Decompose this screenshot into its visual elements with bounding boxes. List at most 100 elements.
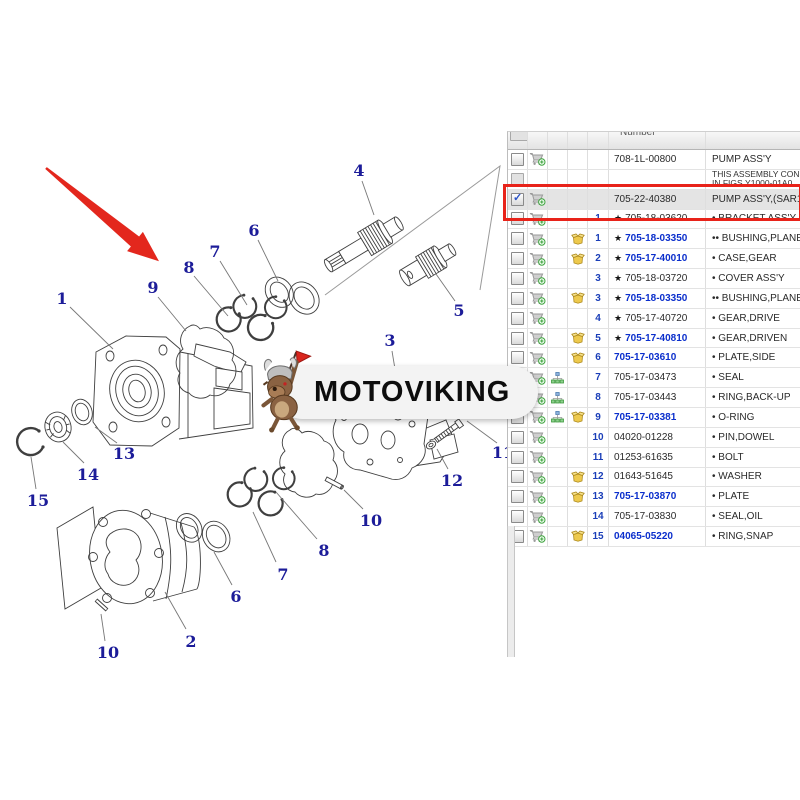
star-icon: ★ — [614, 253, 623, 264]
item-number: 11 — [592, 451, 604, 463]
part-name-cell: • WASHER — [706, 468, 800, 487]
add-to-cart-icon[interactable] — [529, 410, 546, 425]
col-header-name: Name — [712, 132, 745, 135]
table-row[interactable]: 6 ★ 705-17-03610 • PLATE,SIDE — [508, 348, 800, 369]
row-checkbox[interactable] — [511, 212, 524, 226]
row-checkbox[interactable] — [511, 291, 524, 305]
add-to-cart-icon[interactable] — [529, 510, 546, 524]
add-to-cart-icon[interactable] — [529, 351, 546, 365]
part-name: • O-RING — [712, 411, 755, 423]
add-to-cart-icon[interactable] — [529, 529, 546, 544]
add-to-cart-icon[interactable] — [529, 192, 546, 206]
table-row[interactable]: ★ 708-1L-00800 PUMP ASS'Y — [508, 150, 800, 170]
part-label: 8 — [183, 258, 194, 277]
part-label: 15 — [27, 491, 49, 510]
add-to-cart-icon[interactable] — [529, 470, 546, 484]
part-label: 13 — [113, 444, 135, 463]
add-to-cart-icon[interactable] — [529, 271, 546, 286]
diagram-frame-edge — [324, 164, 501, 296]
row-checkbox[interactable] — [511, 510, 524, 524]
row-checkbox[interactable] — [511, 331, 524, 345]
row-checkbox[interactable] — [511, 450, 524, 464]
item-number: 1 — [595, 213, 601, 225]
row-checkbox[interactable] — [511, 490, 524, 504]
row-checkbox[interactable] — [511, 252, 524, 266]
part-name: • GEAR,DRIVEN — [712, 332, 788, 344]
select-all-checkbox[interactable] — [509, 132, 527, 141]
table-row[interactable]: 2 ★ 705-17-40010 • CASE,GEAR — [508, 249, 800, 270]
part-name: •• BUSHING,PLANE — [712, 292, 800, 304]
part-number[interactable]: 705-17-03870 — [614, 491, 677, 503]
part-label: 1 — [56, 289, 67, 308]
table-row[interactable]: 15 ★ 04065-05220 • RING,SNAP — [508, 527, 800, 547]
add-to-cart-icon[interactable] — [529, 232, 546, 246]
add-to-cart-icon[interactable] — [529, 152, 546, 167]
table-row[interactable]: 5 ★ 705-17-40810 • GEAR,DRIVEN — [508, 328, 800, 349]
part-name-cell: • GEAR,DRIVE — [706, 309, 800, 328]
table-row[interactable]: 8 ★ 705-17-03443 • RING,BACK-UP — [508, 388, 800, 408]
part-number[interactable]: 705-17-03610 — [614, 352, 677, 364]
panel-edge — [507, 526, 515, 657]
package-icon — [570, 491, 585, 503]
part-number[interactable]: 705-18-03350 — [625, 292, 688, 304]
item-number: 5 — [595, 332, 601, 344]
part-name-cell: • SEAL,OIL — [706, 507, 800, 526]
row-checkbox[interactable] — [511, 311, 524, 325]
part-number: 705-17-40720 — [625, 312, 688, 324]
part-number[interactable]: 705-17-40810 — [625, 332, 688, 344]
table-row[interactable]: 9 ★ 705-17-03381 • O-RING — [508, 407, 800, 428]
row-checkbox[interactable] — [511, 232, 524, 246]
part-number: 04020-01228 — [614, 431, 673, 443]
add-to-cart-icon[interactable] — [529, 252, 546, 266]
add-to-cart-icon[interactable] — [529, 311, 546, 325]
table-row[interactable]: 12 ★ 01643-51645 • WASHER — [508, 467, 800, 488]
package-icon — [570, 411, 585, 424]
part-label: 9 — [147, 278, 158, 297]
item-number: 9 — [595, 411, 601, 423]
add-to-cart-icon[interactable] — [529, 291, 546, 306]
add-to-cart-icon[interactable] — [529, 430, 546, 444]
table-row[interactable]: 3 ★ 705-18-03350 •• BUSHING,PLANE — [508, 288, 800, 309]
diagram-part-shapes — [15, 216, 465, 612]
hierarchy-icon — [551, 371, 564, 384]
star-icon: ★ — [614, 272, 623, 283]
table-row[interactable]: 4 ★ 705-17-40720 • GEAR,DRIVE — [508, 308, 800, 329]
table-row[interactable]: 10 ★ 04020-01228 • PIN,DOWEL — [508, 427, 800, 448]
part-number: 705-18-03720 — [625, 272, 688, 284]
package-icon — [570, 253, 585, 265]
table-row[interactable]: ★ 705-22-40380 PUMP ASS'Y,(SAR100 — [508, 189, 800, 210]
part-name-cell: • O-RING — [706, 408, 800, 427]
row-checkbox[interactable] — [511, 191, 524, 206]
table-row[interactable]: 11 ★ 01253-61635 • BOLT — [508, 447, 800, 468]
table-row[interactable]: 7 ★ 705-17-03473 • SEAL — [508, 368, 800, 389]
part-number[interactable]: 705-17-03381 — [614, 411, 677, 423]
table-row[interactable]: 3 ★ 705-18-03720 • COVER ASS'Y — [508, 269, 800, 289]
package-icon — [570, 471, 585, 483]
part-label: 14 — [77, 465, 99, 484]
row-checkbox[interactable] — [511, 152, 524, 166]
part-name: • PLATE,SIDE — [712, 352, 776, 364]
part-number[interactable]: 705-17-40010 — [625, 253, 688, 265]
row-checkbox[interactable] — [511, 271, 524, 285]
part-name-cell: • BOLT — [706, 448, 800, 467]
add-to-cart-icon[interactable] — [529, 331, 546, 345]
table-row[interactable]: 1 ★ 705-18-03620 • BRACKET ASS'Y — [508, 209, 800, 230]
table-row[interactable]: 14 ★ 705-17-03830 • SEAL,OIL — [508, 507, 800, 528]
part-number[interactable]: 705-18-03350 — [625, 233, 688, 245]
add-to-cart-icon[interactable] — [529, 490, 546, 504]
part-name: • PLATE — [712, 491, 750, 503]
add-to-cart-icon[interactable] — [529, 450, 546, 464]
row-checkbox[interactable] — [511, 470, 524, 484]
part-name: PUMP ASS'Y,(SAR100 — [712, 193, 800, 205]
item-number: 14 — [592, 511, 604, 523]
add-to-cart-icon[interactable] — [529, 212, 546, 226]
star-icon: ★ — [614, 312, 623, 323]
table-row[interactable]: 13 ★ 705-17-03870 • PLATE — [508, 487, 800, 508]
table-row[interactable]: 1 ★ 705-18-03350 •• BUSHING,PLANE — [508, 229, 800, 250]
row-checkbox[interactable] — [511, 351, 524, 365]
part-name-cell: • SEAL — [706, 368, 800, 387]
part-number[interactable]: 04065-05220 — [614, 530, 673, 542]
row-checkbox[interactable] — [511, 430, 524, 444]
